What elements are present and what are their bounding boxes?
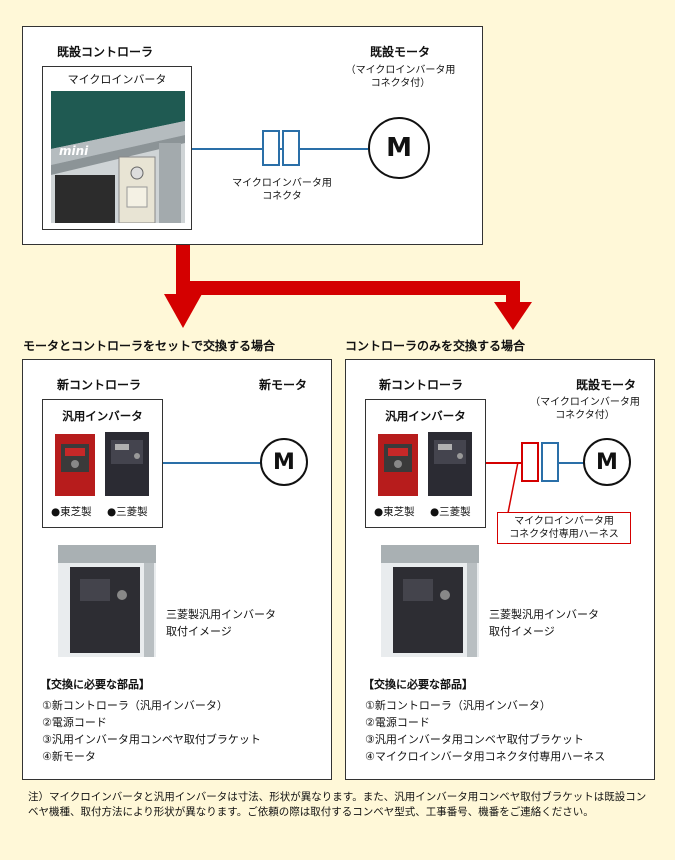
right-part-item: ④マイクロインバータ用コネクタ付専用ハーネス — [365, 750, 606, 763]
right-mount-photo — [381, 545, 479, 657]
arrow-head-right — [494, 302, 532, 330]
right-new-controller-label: 新コントローラ — [379, 378, 464, 392]
micro-inverter-photo: mini — [51, 91, 185, 223]
micro-inverter-frame: マイクロインバータ mini — [42, 66, 192, 230]
left-new-controller-label: 新コントローラ — [57, 378, 142, 392]
existing-controller-label: 既設コントローラ — [57, 45, 154, 59]
left-new-motor-label: 新モータ — [259, 378, 308, 392]
right-existing-motor-icon: M — [583, 438, 631, 486]
right-caption-line2: 取付イメージ — [489, 625, 555, 638]
existing-wire — [192, 148, 368, 150]
right-parts-title: 【交換に必要な部品】 — [363, 678, 473, 691]
micro-inverter-label: マイクロインバータ — [67, 73, 167, 86]
left-scenario-heading: モータとコントローラをセットで交換する場合 — [23, 339, 276, 353]
right-parts-list: ①新コントローラ（汎用インバータ） ②電源コード ③汎用インバータ用コンベヤ取付… — [365, 697, 605, 765]
left-inverter-frame: 汎用インバータ ●東芝製 ●三菱製 — [42, 399, 163, 528]
left-parts-list: ①新コントローラ（汎用インバータ） ②電源コード ③汎用インバータ用コンベヤ取付… — [42, 697, 261, 765]
right-harness-connector-icon — [521, 442, 559, 482]
right-caption-line1: 三菱製汎用インバータ — [489, 608, 599, 621]
right-motor-note-line2: コネクタ付） — [555, 410, 615, 421]
existing-motor-label: 既設モータ — [370, 45, 431, 59]
arrow-right-stem — [506, 281, 520, 305]
right-part-item: ③汎用インバータ用コンベヤ取付ブラケット — [365, 733, 584, 746]
right-part-item: ②電源コード — [365, 716, 430, 729]
right-mount-caption: 三菱製汎用インバータ 取付イメージ — [489, 606, 599, 640]
right-part-item: ①新コントローラ（汎用インバータ） — [365, 699, 551, 712]
left-new-motor-icon: M — [260, 438, 308, 486]
harness-callout-line — [507, 462, 519, 514]
right-inverter-photos — [378, 432, 472, 496]
harness-callout-box: マイクロインバータ用 コネクタ付専用ハーネス — [497, 512, 631, 544]
right-existing-motor-label: 既設モータ — [576, 378, 637, 392]
right-maker-toshiba: ●東芝製 — [374, 506, 415, 518]
left-general-inverter-label: 汎用インバータ — [62, 409, 143, 423]
svg-text:mini: mini — [59, 144, 89, 158]
footnote: 注）マイクロインバータと汎用インバータは寸法、形状が異なります。また、汎用インバ… — [28, 791, 647, 818]
left-part-item: ①新コントローラ（汎用インバータ） — [42, 699, 228, 712]
harness-label-line1: マイクロインバータ用 — [514, 516, 614, 527]
left-mount-caption: 三菱製汎用インバータ 取付イメージ — [166, 606, 276, 640]
existing-connector-label: マイクロインバータ用 コネクタ — [212, 177, 352, 203]
existing-motor-icon: M — [368, 117, 430, 179]
right-motor-note-line1: （マイクロインバータ用 — [530, 397, 640, 408]
left-part-item: ②電源コード — [42, 716, 107, 729]
arrow-head-left — [164, 294, 202, 328]
connector-label-line1: マイクロインバータ用 — [232, 178, 332, 189]
left-mount-photo — [58, 545, 156, 657]
arrow-horizontal — [176, 281, 520, 295]
right-maker-mitsubishi: ●三菱製 — [430, 506, 471, 518]
right-motor-note: （マイクロインバータ用 コネクタ付） — [520, 396, 650, 422]
left-part-item: ③汎用インバータ用コンベヤ取付ブラケット — [42, 733, 261, 746]
motor-note-line1: （マイクロインバータ用 — [345, 65, 456, 76]
left-wire — [163, 462, 261, 464]
right-inverter-frame: 汎用インバータ ●東芝製 ●三菱製 — [365, 399, 486, 528]
right-scenario-heading: コントローラのみを交換する場合 — [345, 339, 526, 353]
motor-note-line2: コネクタ付） — [370, 78, 431, 89]
existing-motor-note: （マイクロインバータ用 コネクタ付） — [338, 64, 463, 90]
right-harness-wire — [486, 462, 522, 464]
left-caption-line2: 取付イメージ — [166, 625, 232, 638]
existing-connector-icon — [262, 130, 300, 166]
left-maker-toshiba: ●東芝製 — [51, 506, 92, 518]
left-maker-mitsubishi: ●三菱製 — [107, 506, 148, 518]
left-part-item: ④新モータ — [42, 750, 96, 763]
left-parts-title: 【交換に必要な部品】 — [40, 678, 150, 691]
harness-label-line2: コネクタ付専用ハーネス — [509, 529, 619, 540]
connector-label-line2: コネクタ — [262, 191, 302, 202]
right-motor-wire — [559, 462, 584, 464]
right-general-inverter-label: 汎用インバータ — [385, 409, 466, 423]
left-inverter-photos — [55, 432, 149, 496]
left-caption-line1: 三菱製汎用インバータ — [166, 608, 276, 621]
